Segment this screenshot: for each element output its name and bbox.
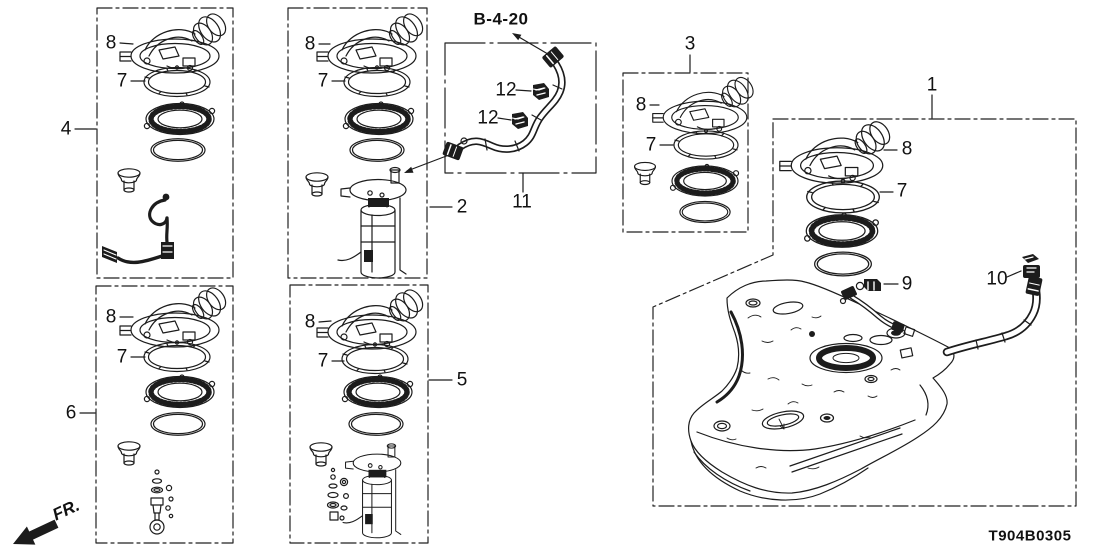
kit-4-parts [100, 8, 232, 265]
pump-module-drawing [337, 166, 407, 279]
section-ref-label: B-4-20 [473, 9, 529, 29]
kit-box-6 [95, 285, 234, 544]
callout-8-kit1: 8 [901, 138, 913, 160]
callout-12-upper: 12 [495, 79, 517, 101]
kit-box-1 [652, 118, 1077, 507]
filler-connector-drawing [1021, 253, 1041, 279]
callout-1: 1 [926, 74, 938, 96]
callout-7-kit2: 7 [317, 70, 329, 92]
kit-2-parts [305, 8, 429, 279]
kit-boxes [95, 7, 1077, 544]
callout-8-kit4: 8 [105, 32, 117, 54]
hose-clamp-upper [532, 82, 550, 101]
callout-7-kit1: 7 [896, 180, 908, 202]
callout-7-kit4: 7 [116, 70, 128, 92]
kit-box-11 [444, 42, 597, 174]
filler-hose-drawing [942, 274, 1044, 357]
callout-8-kit6: 8 [105, 306, 117, 328]
kit-box-5 [289, 284, 429, 544]
callout-3: 3 [684, 33, 696, 55]
kit-box-3 [622, 72, 749, 233]
callout-8-kit3: 8 [635, 94, 647, 116]
kit-box-4 [96, 7, 234, 279]
callout-8-kit5: 8 [304, 311, 316, 333]
b420-arrowhead [512, 33, 522, 41]
diagram-code: T904B0305 [988, 527, 1072, 545]
kit-6-parts [117, 282, 232, 535]
callout-12-lower: 12 [477, 107, 499, 129]
callout-8-kit2: 8 [304, 33, 316, 55]
callout-2: 2 [456, 196, 468, 218]
kit-5-parts [309, 284, 429, 539]
callout-5: 5 [456, 369, 468, 391]
kit-box-2 [287, 7, 428, 279]
front-direction-arrow-icon [13, 519, 59, 545]
fuel-hose-assembly [441, 45, 566, 162]
fuel-sender-drawing [100, 191, 176, 265]
fuel-tank-drawing [688, 279, 955, 501]
pump-cover-drawing [119, 8, 232, 74]
hose-arrowhead [404, 166, 414, 173]
callout-4: 4 [60, 118, 72, 140]
valve-kit-drawing [149, 469, 174, 535]
callout-9: 9 [901, 273, 913, 295]
vent-valve-drawing [855, 278, 882, 292]
callout-7-kit5: 7 [317, 350, 329, 372]
callout-7-kit6: 7 [116, 346, 128, 368]
callout-6: 6 [65, 402, 77, 424]
callout-7-kit3: 7 [645, 134, 657, 156]
callout-10: 10 [986, 268, 1008, 290]
hose-fitting-top [540, 45, 566, 69]
callout-11: 11 [512, 191, 532, 213]
tank-surface-texture [726, 314, 901, 470]
hose-clamp-lower [511, 111, 529, 130]
